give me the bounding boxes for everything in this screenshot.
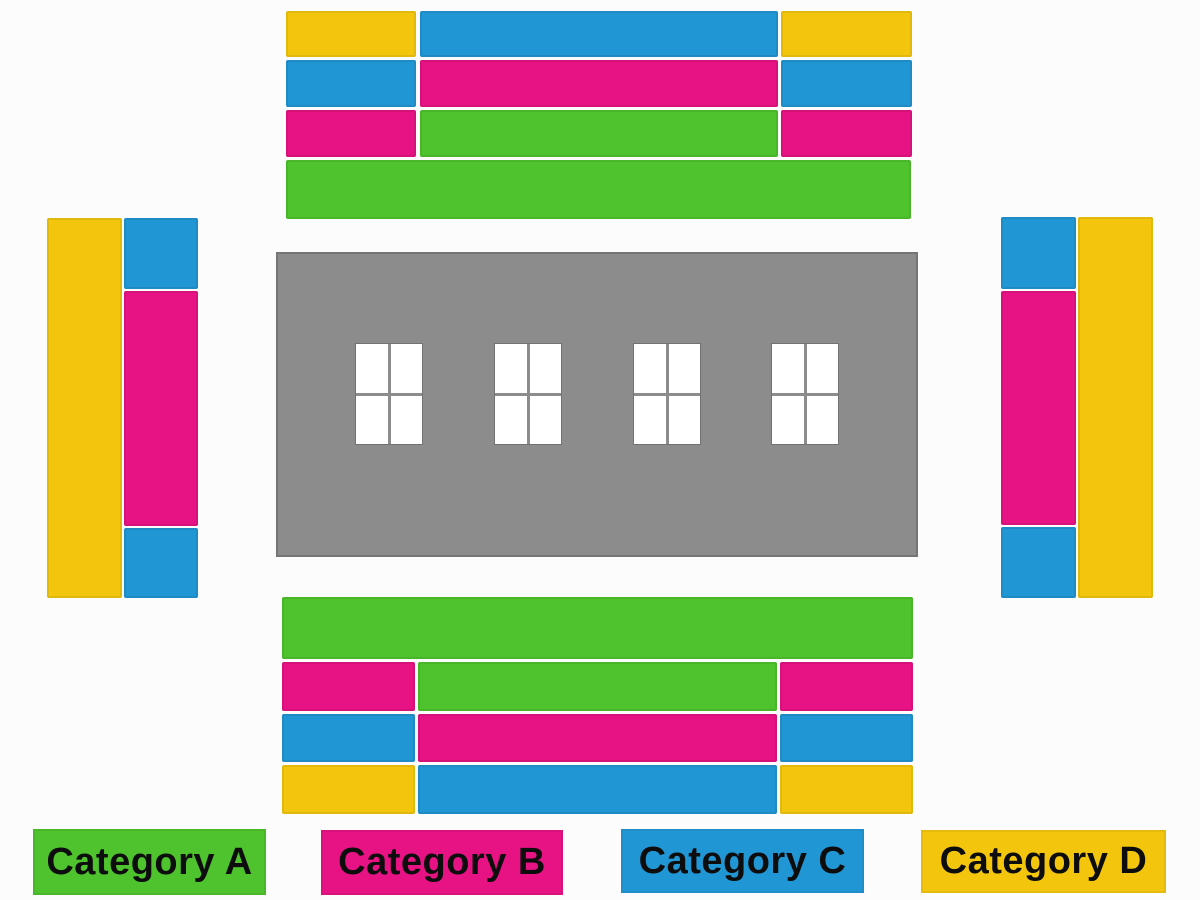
seat-section-right-C[interactable] — [1001, 217, 1076, 289]
legend-label: Category A — [46, 840, 253, 883]
window-pane — [634, 344, 666, 393]
seat-section-left-D[interactable] — [47, 218, 122, 598]
seat-section-top-C[interactable] — [286, 60, 416, 107]
window-pane — [529, 395, 561, 444]
seat-section-bottom-C[interactable] — [418, 765, 777, 814]
window-pane — [806, 344, 838, 393]
seat-section-right-C[interactable] — [1001, 527, 1076, 598]
building-window — [356, 344, 422, 444]
seat-section-top-C[interactable] — [781, 60, 912, 107]
seat-section-left-C[interactable] — [124, 218, 198, 289]
legend-label: Category B — [338, 841, 546, 883]
window-pane — [390, 344, 422, 393]
seat-section-top-A[interactable] — [420, 110, 778, 157]
seat-section-top-B[interactable] — [420, 60, 778, 107]
seat-section-top-B[interactable] — [781, 110, 912, 157]
seat-section-right-B[interactable] — [1001, 291, 1076, 525]
legend-item-D: Category D — [921, 830, 1166, 893]
seat-section-bottom-A[interactable] — [418, 662, 777, 711]
seat-section-top-B[interactable] — [286, 110, 416, 157]
window-pane — [495, 344, 527, 393]
seat-section-left-B[interactable] — [124, 291, 198, 526]
legend-label: Category D — [939, 840, 1148, 882]
seat-section-top-D[interactable] — [286, 11, 416, 57]
legend-label: Category C — [638, 839, 847, 882]
seat-section-bottom-B[interactable] — [780, 662, 913, 711]
legend-item-B: Category B — [321, 830, 563, 895]
building — [276, 252, 918, 557]
window-pane — [529, 344, 561, 393]
window-pane — [356, 395, 388, 444]
window-pane — [668, 395, 700, 444]
window-pane — [772, 344, 804, 393]
building-window — [495, 344, 561, 444]
window-pane — [356, 344, 388, 393]
seat-section-top-A[interactable] — [286, 160, 911, 219]
window-pane — [806, 395, 838, 444]
window-pane — [668, 344, 700, 393]
legend-item-A: Category A — [33, 829, 266, 895]
seat-section-bottom-B[interactable] — [418, 714, 777, 762]
seat-section-top-D[interactable] — [781, 11, 912, 57]
seat-section-bottom-A[interactable] — [282, 597, 913, 659]
seat-section-left-C[interactable] — [124, 528, 198, 598]
window-pane — [390, 395, 422, 444]
window-pane — [772, 395, 804, 444]
building-window — [772, 344, 838, 444]
seat-section-top-C[interactable] — [420, 11, 778, 57]
seat-section-bottom-D[interactable] — [282, 765, 415, 814]
seat-section-bottom-C[interactable] — [780, 714, 913, 762]
seat-section-bottom-B[interactable] — [282, 662, 415, 711]
building-window — [634, 344, 700, 444]
seat-section-bottom-D[interactable] — [780, 765, 913, 814]
window-pane — [634, 395, 666, 444]
seat-section-right-D[interactable] — [1078, 217, 1153, 598]
legend-item-C: Category C — [621, 829, 864, 893]
window-pane — [495, 395, 527, 444]
seat-section-bottom-C[interactable] — [282, 714, 415, 762]
